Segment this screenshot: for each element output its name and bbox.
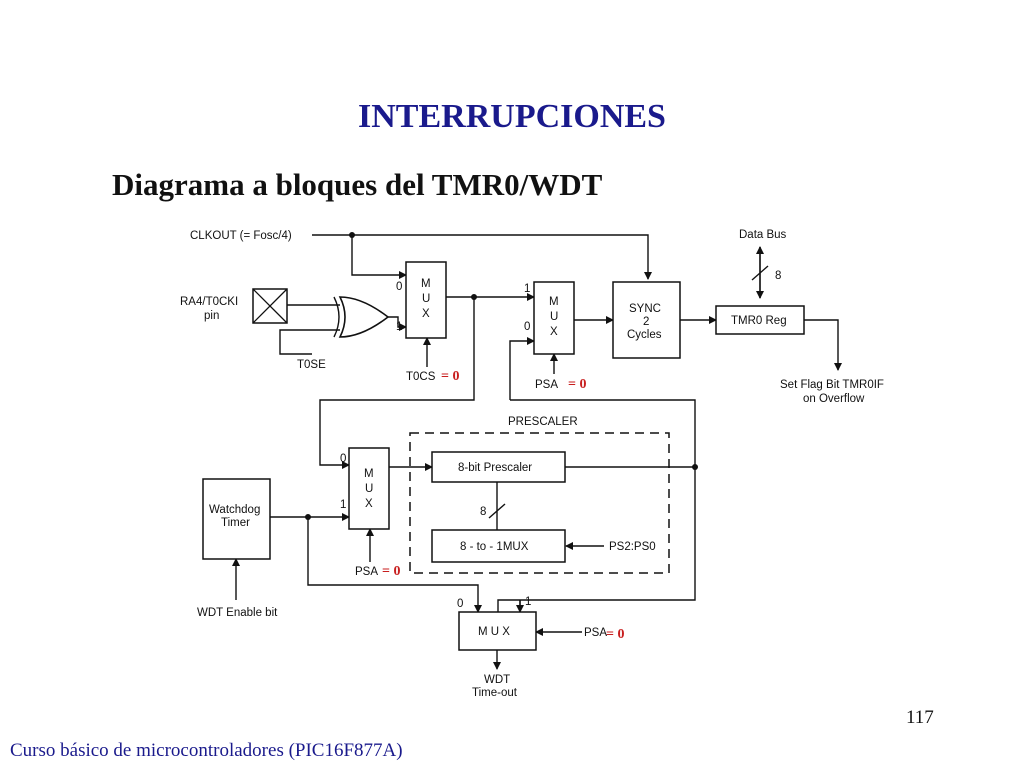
sync-line1: SYNC [629,303,661,315]
data-bus-label: Data Bus [739,229,787,241]
mux2-input0-feed [509,337,535,400]
mux4-in0: 0 [457,598,463,610]
mux2-letter-x: X [550,326,558,338]
mux1-in0: 0 [396,281,402,293]
xor-to-mux1 [388,316,407,331]
t0cs-value: = 0 [441,369,459,384]
t0se-wire [279,329,340,355]
clkout-label: CLKOUT (= Fosc/4) [190,230,292,242]
slide-title: INTERRUPCIONES [358,98,666,135]
mux3-in1: 1 [340,499,346,511]
mux3-letter-m: M [364,468,374,480]
psa-label-mux4: PSA [584,627,607,639]
watchdog-branch [307,517,482,613]
prescaler-bus-slash [488,503,506,519]
tmr0-reg-block [715,305,805,335]
prescaler-path [510,399,696,467]
psa-value-mux2: = 0 [568,377,586,392]
mux1-letter-u: U [422,293,430,305]
xor-gate-back [333,296,340,338]
set-flag-line1: Set Flag Bit TMR0IF [780,379,884,391]
t0se-label: T0SE [297,359,326,371]
mux3-block [348,447,390,530]
mux3-letter-u: U [365,483,373,495]
junction-clkout [349,232,355,238]
data-bus-slash [751,265,769,281]
prescaler-bus-width: 8 [480,506,486,518]
wdt-timeout-line1: WDT [484,674,510,686]
mux2-in0: 0 [524,321,530,333]
prescaler-dashed-box [409,432,670,574]
sync-block [612,281,681,359]
mux4-block [458,611,537,651]
data-bus-width: 8 [775,270,781,282]
sync-line3: Cycles [627,329,662,341]
watchdog-line2: Timer [221,517,250,529]
junction-mux1-out [471,294,477,300]
prescaler-to-mux2 [497,466,696,616]
tmr0-overflow [804,319,842,371]
prescaler-label: PRESCALER [508,416,578,428]
watchdog-block [202,478,271,560]
mux2-block [533,281,575,355]
footer-text: Curso básico de microcontroladores (PIC1… [10,740,403,761]
junction-watchdog [305,514,311,520]
ra4-label-line2: pin [204,310,219,322]
mux3-in0: 0 [340,453,346,465]
prescaler-8bit-block [431,451,566,483]
mux4-label: M U X [478,626,510,638]
mux1-letter-m: M [421,278,431,290]
psa-value-mux3: = 0 [382,564,400,579]
tmr0-reg-label: TMR0 Reg [731,315,787,327]
xor-gate [338,296,390,338]
ps-select-label: PS2:PS0 [609,541,656,553]
psa-value-mux4: = 0 [606,627,624,642]
mux-8to1-block [431,529,566,563]
mux1-output-branch [319,297,475,469]
wdt-enable-label: WDT Enable bit [197,607,278,619]
psa-label-mux3: PSA [355,566,378,578]
clkout-to-mux1 [351,235,407,279]
clkout-line [312,234,652,280]
sync-line2: 2 [643,316,649,328]
t0cs-label: T0CS [406,371,436,383]
mux2-in1: 1 [524,283,530,295]
mux4-in1: 1 [525,596,531,608]
mux3-letter-x: X [365,498,373,510]
mux2-letter-u: U [550,311,558,323]
ra4-label-line1: RA4/T0CKI [180,296,238,308]
page-number: 117 [906,707,934,728]
mux-8to1-label: 8 - to - 1MUX [460,541,529,553]
mux1-in1: 1 [396,321,402,333]
junction-prescaler-out [692,464,698,470]
mux1-block [405,261,447,339]
slide-subtitle: Diagrama a bloques del TMR0/WDT [112,167,603,202]
mux1-letter-x: X [422,308,430,320]
prescaler-8bit-label: 8-bit Prescaler [458,462,532,474]
psa-label-mux2: PSA [535,379,558,391]
wdt-timeout-line2: Time-out [472,687,518,699]
set-flag-line2: on Overflow [803,393,865,405]
mux2-letter-m: M [549,296,559,308]
watchdog-line1: Watchdog [209,504,260,516]
